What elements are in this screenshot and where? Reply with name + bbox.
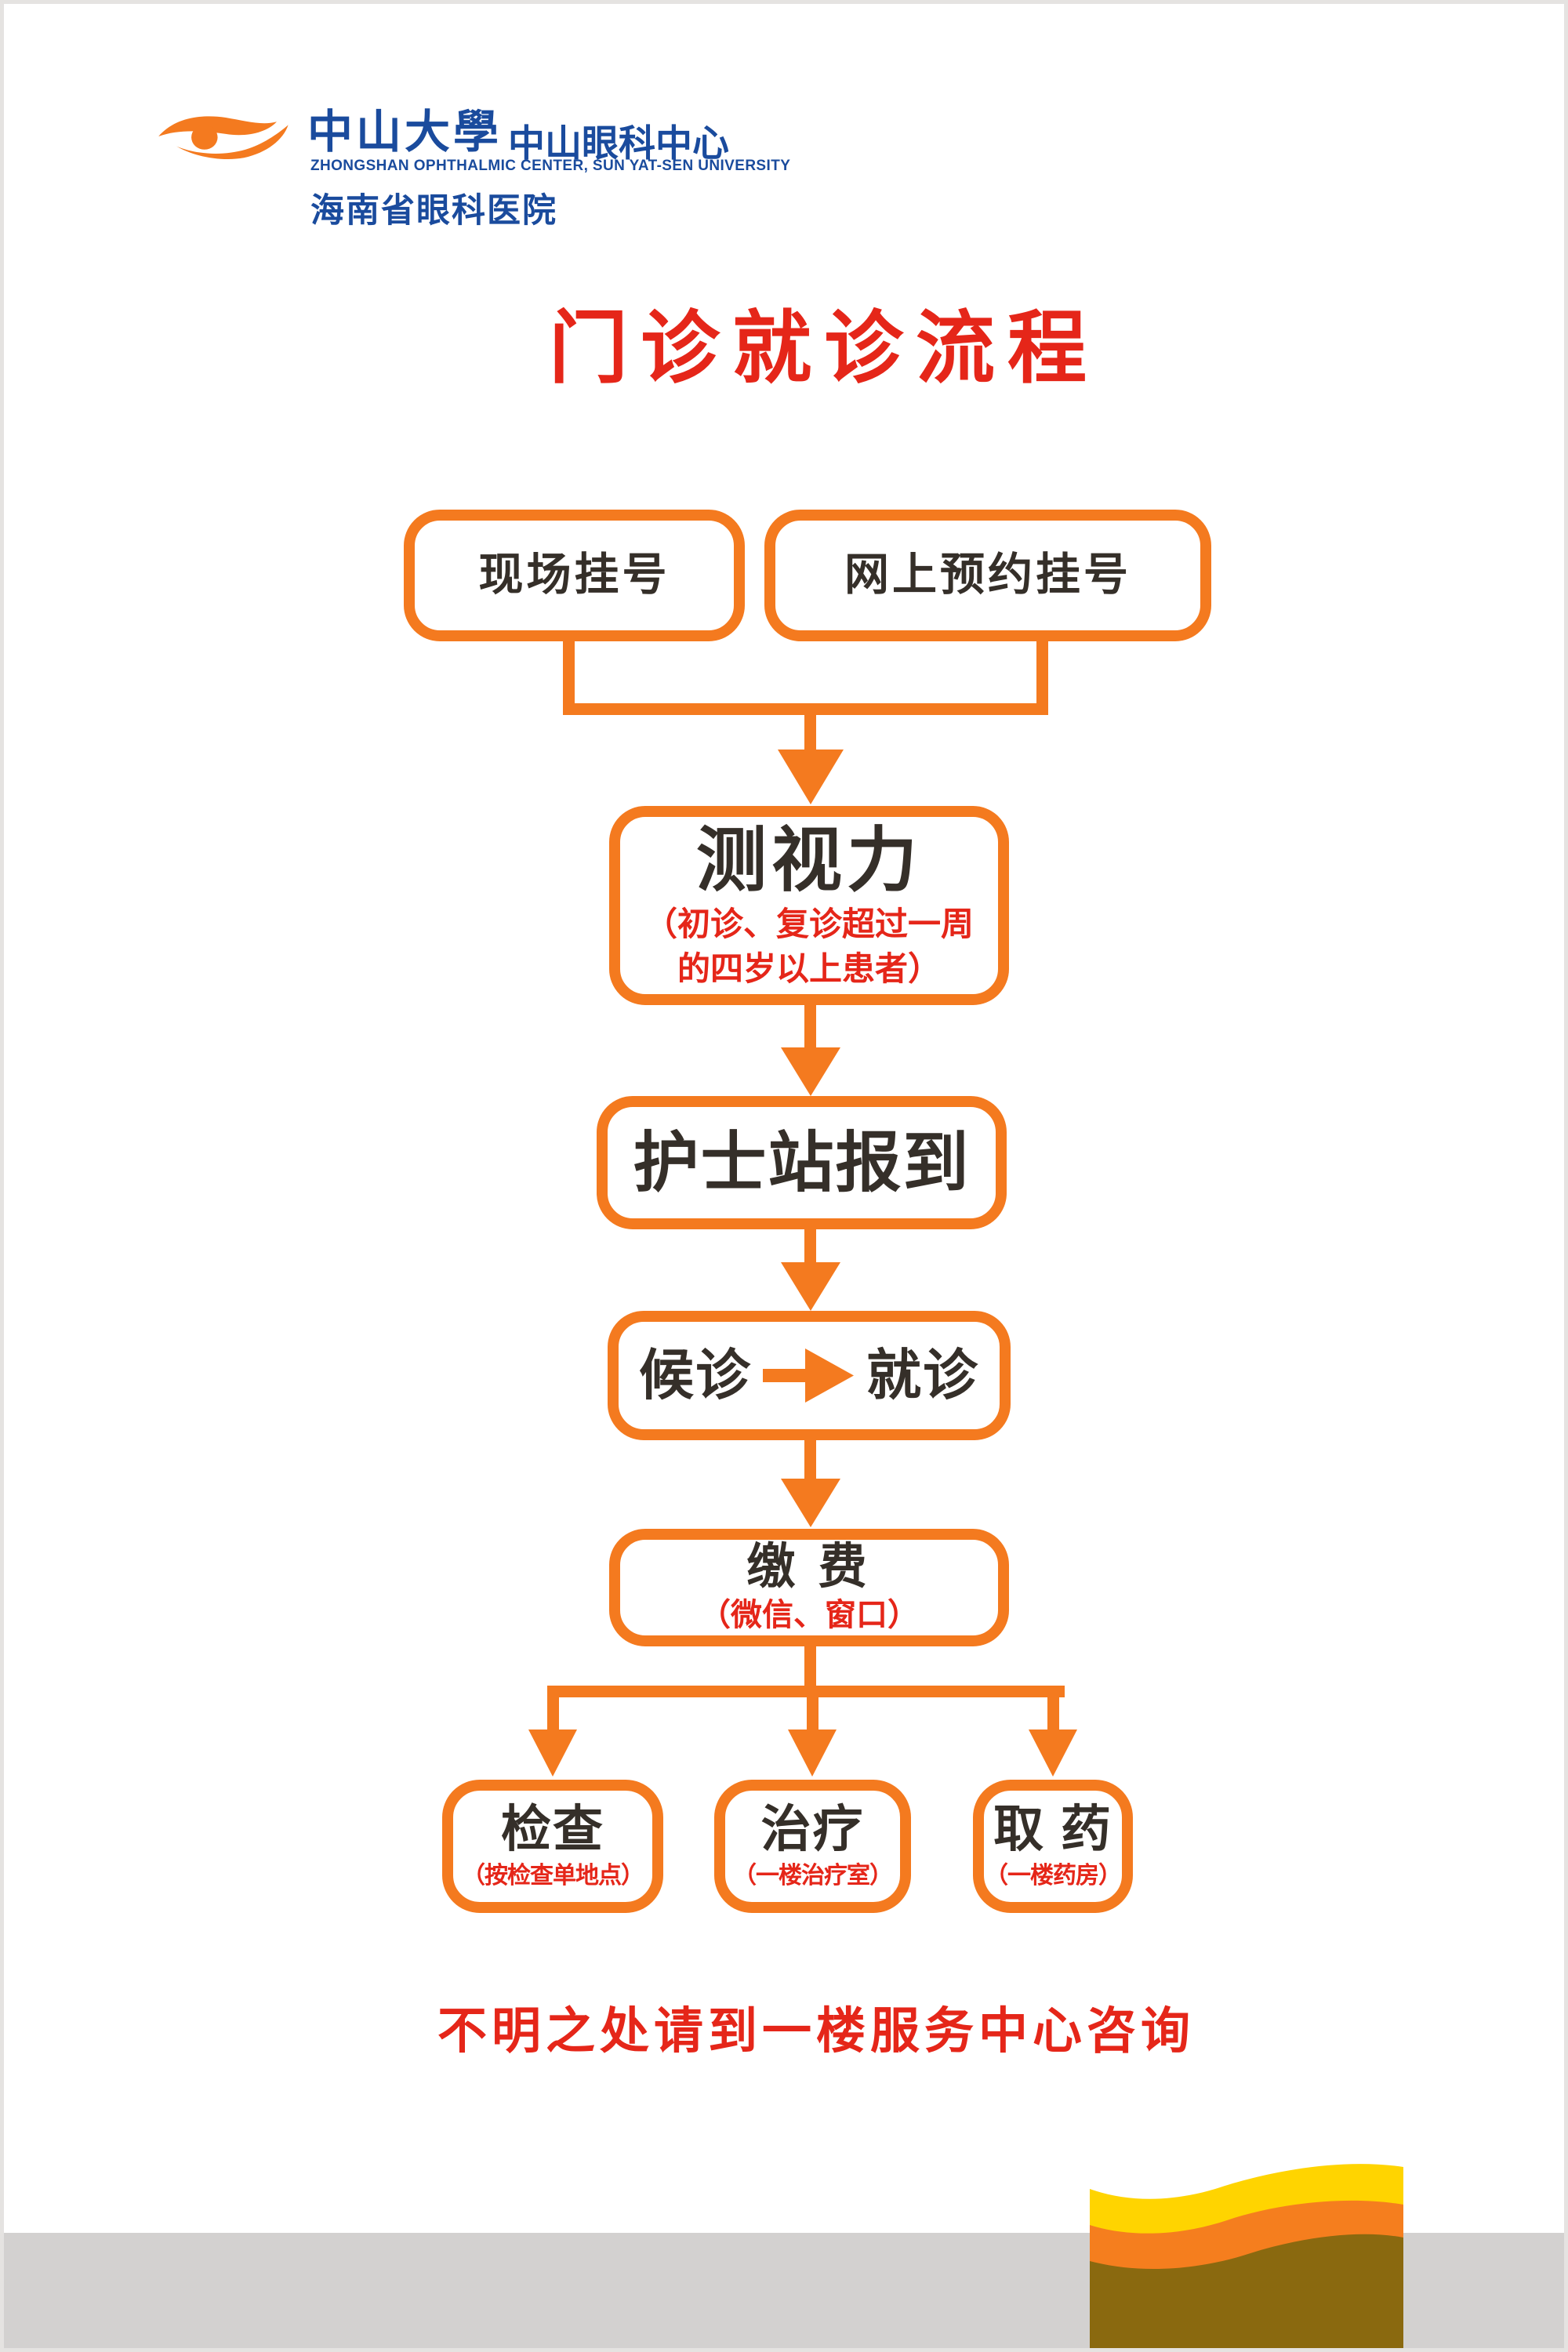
payment-note: （微信、窗口） bbox=[699, 1598, 919, 1633]
arrow-down-to-wait bbox=[781, 1262, 840, 1311]
vision-test-note-line1: （初诊、复诊超过一周 bbox=[644, 905, 974, 942]
arrow-down-to-pay bbox=[781, 1479, 840, 1527]
payment-label: 缴 费 bbox=[746, 1540, 872, 1595]
eye-logo-icon bbox=[158, 116, 289, 159]
vision-test-label: 测视力 bbox=[696, 821, 922, 900]
vision-test-note-line2: 的四岁以上患者） bbox=[677, 949, 941, 987]
examination-label: 检查 bbox=[501, 1801, 604, 1858]
logo-english-caption: ZHONGSHAN OPHTHALMIC CENTER, SUN YAT-SEN… bbox=[310, 158, 791, 174]
arrow-down-to-exam bbox=[528, 1730, 577, 1777]
arrow-down-to-pharm bbox=[1029, 1730, 1077, 1777]
connector-left-drop bbox=[563, 629, 575, 715]
online-registration-label: 网上预约挂号 bbox=[844, 550, 1131, 601]
flow-box-online-registration: 网上预约挂号 bbox=[764, 510, 1211, 641]
flow-box-nurse-station: 护士站报到 bbox=[597, 1096, 1007, 1229]
nurse-station-label: 护士站报到 bbox=[633, 1125, 971, 1200]
treatment-note: （一楼治疗室） bbox=[733, 1863, 893, 1889]
pharmacy-label: 取 药 bbox=[993, 1801, 1112, 1858]
split-drop-pharm bbox=[1047, 1695, 1059, 1731]
flow-box-examination: 检查 （按检查单地点） bbox=[442, 1780, 663, 1913]
arrow-shaft-wait-pay bbox=[804, 1437, 816, 1481]
flow-box-payment: 缴 费 （微信、窗口） bbox=[609, 1529, 1009, 1646]
treatment-label: 治疗 bbox=[760, 1801, 865, 1858]
connector-merge-stem bbox=[804, 715, 816, 753]
flow-box-vision-test: 测视力 （初诊、复诊超过一周 的四岁以上患者） bbox=[609, 806, 1009, 1005]
flow-box-treatment: 治疗 （一楼治疗室） bbox=[714, 1780, 911, 1913]
split-drop-exam bbox=[547, 1695, 559, 1731]
logo-hospital-name: 海南省眼科医院 bbox=[310, 192, 557, 230]
arrow-shaft-nurse-wait bbox=[804, 1226, 816, 1265]
arrow-shaft-vision-nurse bbox=[804, 1002, 816, 1051]
arrow-down-to-nurse bbox=[781, 1047, 840, 1096]
wave-decoration bbox=[1090, 2164, 1403, 2352]
flow-box-onsite-registration: 现场挂号 bbox=[404, 510, 745, 641]
right-arrow-icon bbox=[763, 1348, 854, 1403]
onsite-registration-label: 现场挂号 bbox=[478, 550, 670, 601]
flow-box-wait-consult: 候诊 就诊 bbox=[608, 1311, 1011, 1440]
consultation-label: 就诊 bbox=[866, 1344, 979, 1406]
waiting-label: 候诊 bbox=[639, 1344, 752, 1406]
connector-right-drop bbox=[1036, 629, 1048, 715]
logo-center-name: 中山眼科中心 bbox=[508, 122, 729, 164]
connector-merge-bar bbox=[563, 703, 1048, 715]
split-bar bbox=[547, 1686, 1065, 1697]
arrow-down-to-vision bbox=[778, 750, 844, 804]
pharmacy-note: （一楼药房） bbox=[985, 1863, 1122, 1889]
split-drop-treat bbox=[807, 1695, 818, 1731]
flow-box-pharmacy: 取 药 （一楼药房） bbox=[973, 1780, 1133, 1913]
page-title: 门诊就诊流程 bbox=[549, 305, 1100, 393]
service-center-notice: 不明之处请到一楼服务中心咨询 bbox=[437, 2004, 1195, 2059]
split-stem bbox=[804, 1643, 816, 1689]
examination-note: （按检查单地点） bbox=[462, 1863, 644, 1889]
arrow-down-to-treat bbox=[788, 1730, 837, 1777]
logo-university-name: 中山大學 bbox=[307, 107, 503, 158]
